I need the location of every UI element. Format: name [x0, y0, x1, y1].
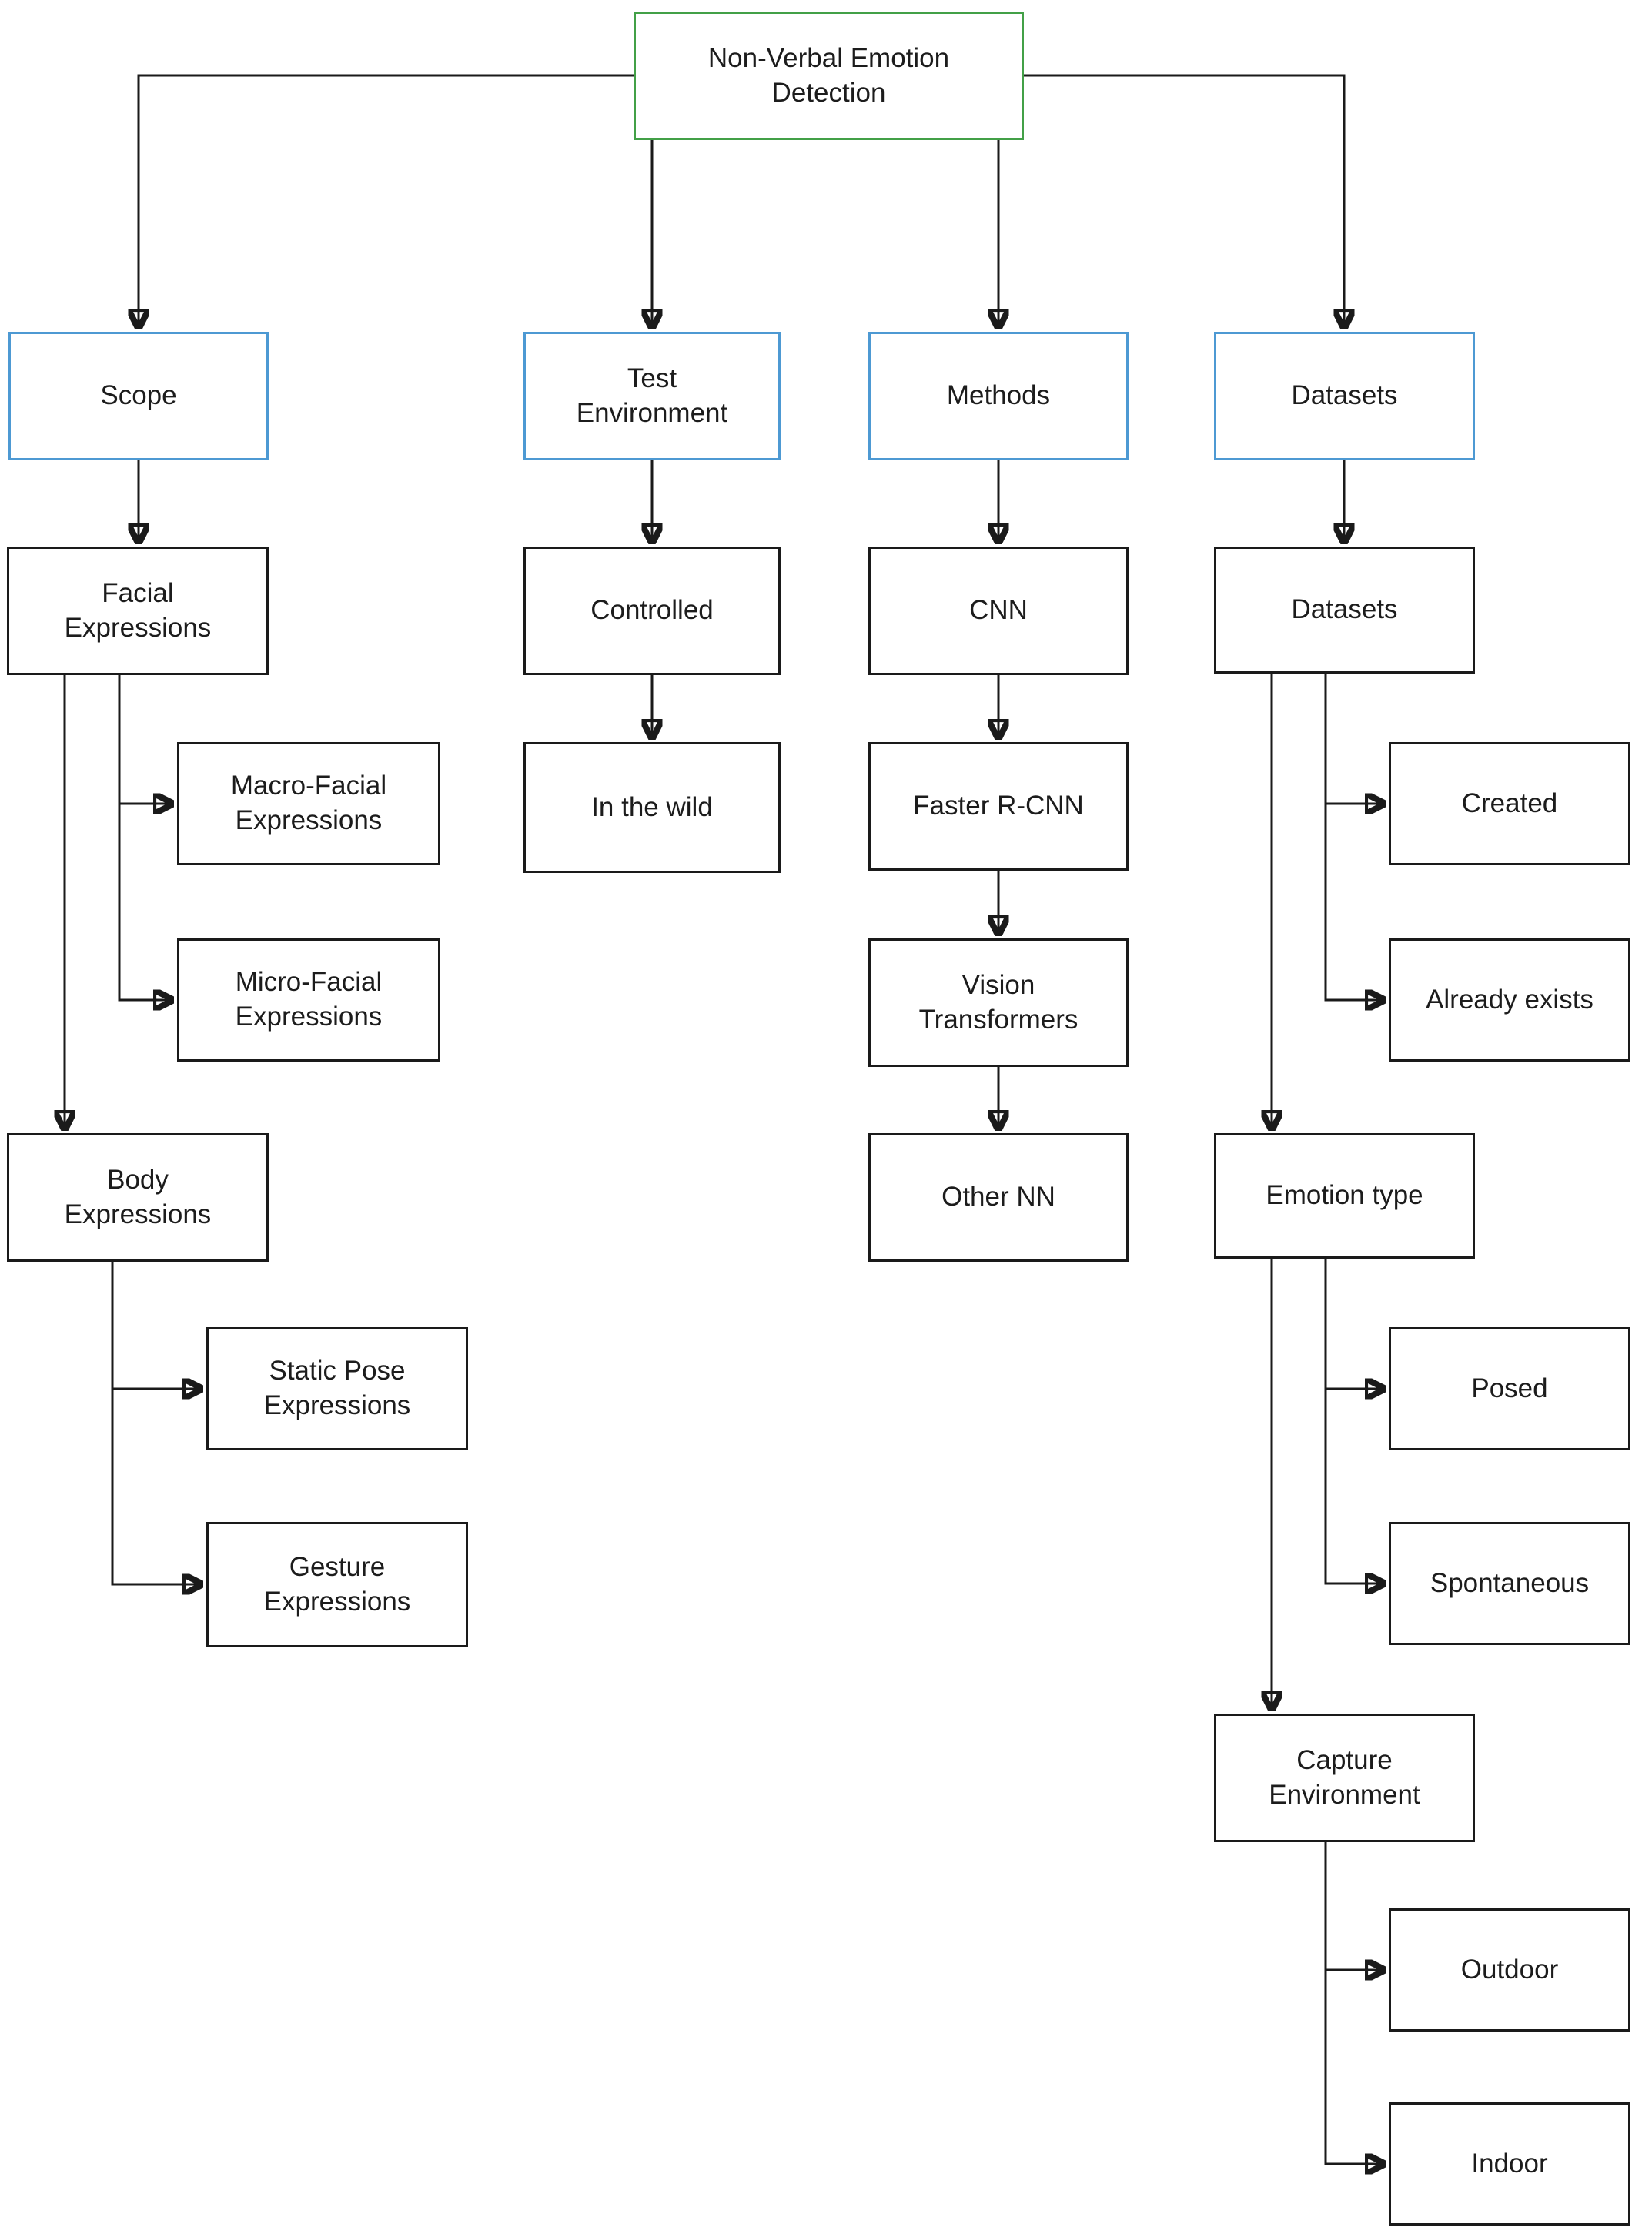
- node-capture-environment-label: Capture Environment: [1269, 1744, 1420, 1810]
- node-root-label: Non-Verbal Emotion Detection: [707, 42, 950, 108]
- edge-body-static-pose: [111, 1262, 200, 1389]
- node-methods-label: Methods: [946, 380, 1051, 411]
- node-cnn: CNN: [868, 547, 1129, 675]
- node-body-expressions: Body Expressions: [7, 1133, 269, 1262]
- node-datasets-type: Datasets: [1214, 547, 1475, 674]
- node-test-environment-label: Test Environment: [576, 363, 728, 428]
- node-faster-rcnn: Faster R-CNN: [868, 742, 1129, 871]
- edge-capture-indoor: [1324, 1970, 1383, 2164]
- node-created: Created: [1389, 742, 1630, 865]
- node-outdoor-label: Outdoor: [1460, 1954, 1559, 1985]
- node-facial-expressions-label: Facial Expressions: [64, 577, 212, 643]
- node-already-exists: Already exists: [1389, 938, 1630, 1062]
- node-micro-facial: Micro-Facial Expressions: [177, 938, 440, 1062]
- node-indoor: Indoor: [1389, 2102, 1630, 2226]
- node-created-label: Created: [1461, 788, 1558, 818]
- edge-root-datasets: [1024, 74, 1344, 326]
- node-scope-label: Scope: [100, 380, 177, 411]
- node-gesture: Gesture Expressions: [206, 1522, 468, 1647]
- node-vision-transformers-label: Vision Transformers: [918, 969, 1078, 1035]
- node-indoor-label: Indoor: [1471, 2148, 1548, 2179]
- node-facial-expressions: Facial Expressions: [7, 547, 269, 675]
- node-static-pose: Static Pose Expressions: [206, 1327, 468, 1450]
- node-controlled: Controlled: [523, 547, 781, 675]
- edge-emotion-posed: [1324, 1259, 1383, 1389]
- node-emotion-type: Emotion type: [1214, 1133, 1475, 1259]
- edge-emotion-spontaneous: [1324, 1389, 1383, 1584]
- edge-body-gesture: [111, 1389, 200, 1584]
- node-micro-facial-label: Micro-Facial Expressions: [235, 967, 383, 1032]
- edge-capture-outdoor: [1324, 1842, 1383, 1970]
- node-cnn-label: CNN: [969, 595, 1028, 626]
- node-datasets-type-label: Datasets: [1291, 594, 1398, 625]
- node-datasets: Datasets: [1214, 332, 1475, 460]
- node-root: Non-Verbal Emotion Detection: [634, 12, 1024, 140]
- edge-facial-macro: [118, 675, 171, 804]
- node-faster-rcnn-label: Faster R-CNN: [913, 791, 1084, 821]
- node-emotion-type-label: Emotion type: [1266, 1180, 1423, 1211]
- edge-datasets-type-created: [1324, 674, 1383, 804]
- node-methods: Methods: [868, 332, 1129, 460]
- node-static-pose-label: Static Pose Expressions: [263, 1356, 411, 1420]
- node-already-exists-label: Already exists: [1426, 984, 1593, 1015]
- node-controlled-label: Controlled: [590, 595, 714, 626]
- node-gesture-label: Gesture Expressions: [263, 1551, 411, 1617]
- node-macro-facial: Macro-Facial Expressions: [177, 742, 440, 865]
- node-spontaneous: Spontaneous: [1389, 1522, 1630, 1645]
- node-test-environment: Test Environment: [523, 332, 781, 460]
- node-outdoor: Outdoor: [1389, 1908, 1630, 2032]
- node-other-nn-label: Other NN: [941, 1182, 1055, 1212]
- node-in-the-wild-label: In the wild: [591, 791, 713, 822]
- edge-datasets-type-already: [1324, 804, 1383, 1000]
- node-posed: Posed: [1389, 1327, 1630, 1450]
- node-posed-label: Posed: [1471, 1373, 1548, 1403]
- node-datasets-label: Datasets: [1291, 380, 1398, 411]
- edge-facial-micro: [118, 804, 171, 1000]
- node-scope: Scope: [8, 332, 269, 460]
- node-macro-facial-label: Macro-Facial Expressions: [230, 771, 387, 835]
- node-other-nn: Other NN: [868, 1133, 1129, 1262]
- node-body-expressions-label: Body Expressions: [64, 1164, 212, 1229]
- node-in-the-wild: In the wild: [523, 742, 781, 873]
- node-vision-transformers: Vision Transformers: [868, 938, 1129, 1067]
- node-spontaneous-label: Spontaneous: [1430, 1567, 1590, 1598]
- edge-root-scope: [139, 74, 634, 326]
- node-capture-environment: Capture Environment: [1214, 1714, 1475, 1842]
